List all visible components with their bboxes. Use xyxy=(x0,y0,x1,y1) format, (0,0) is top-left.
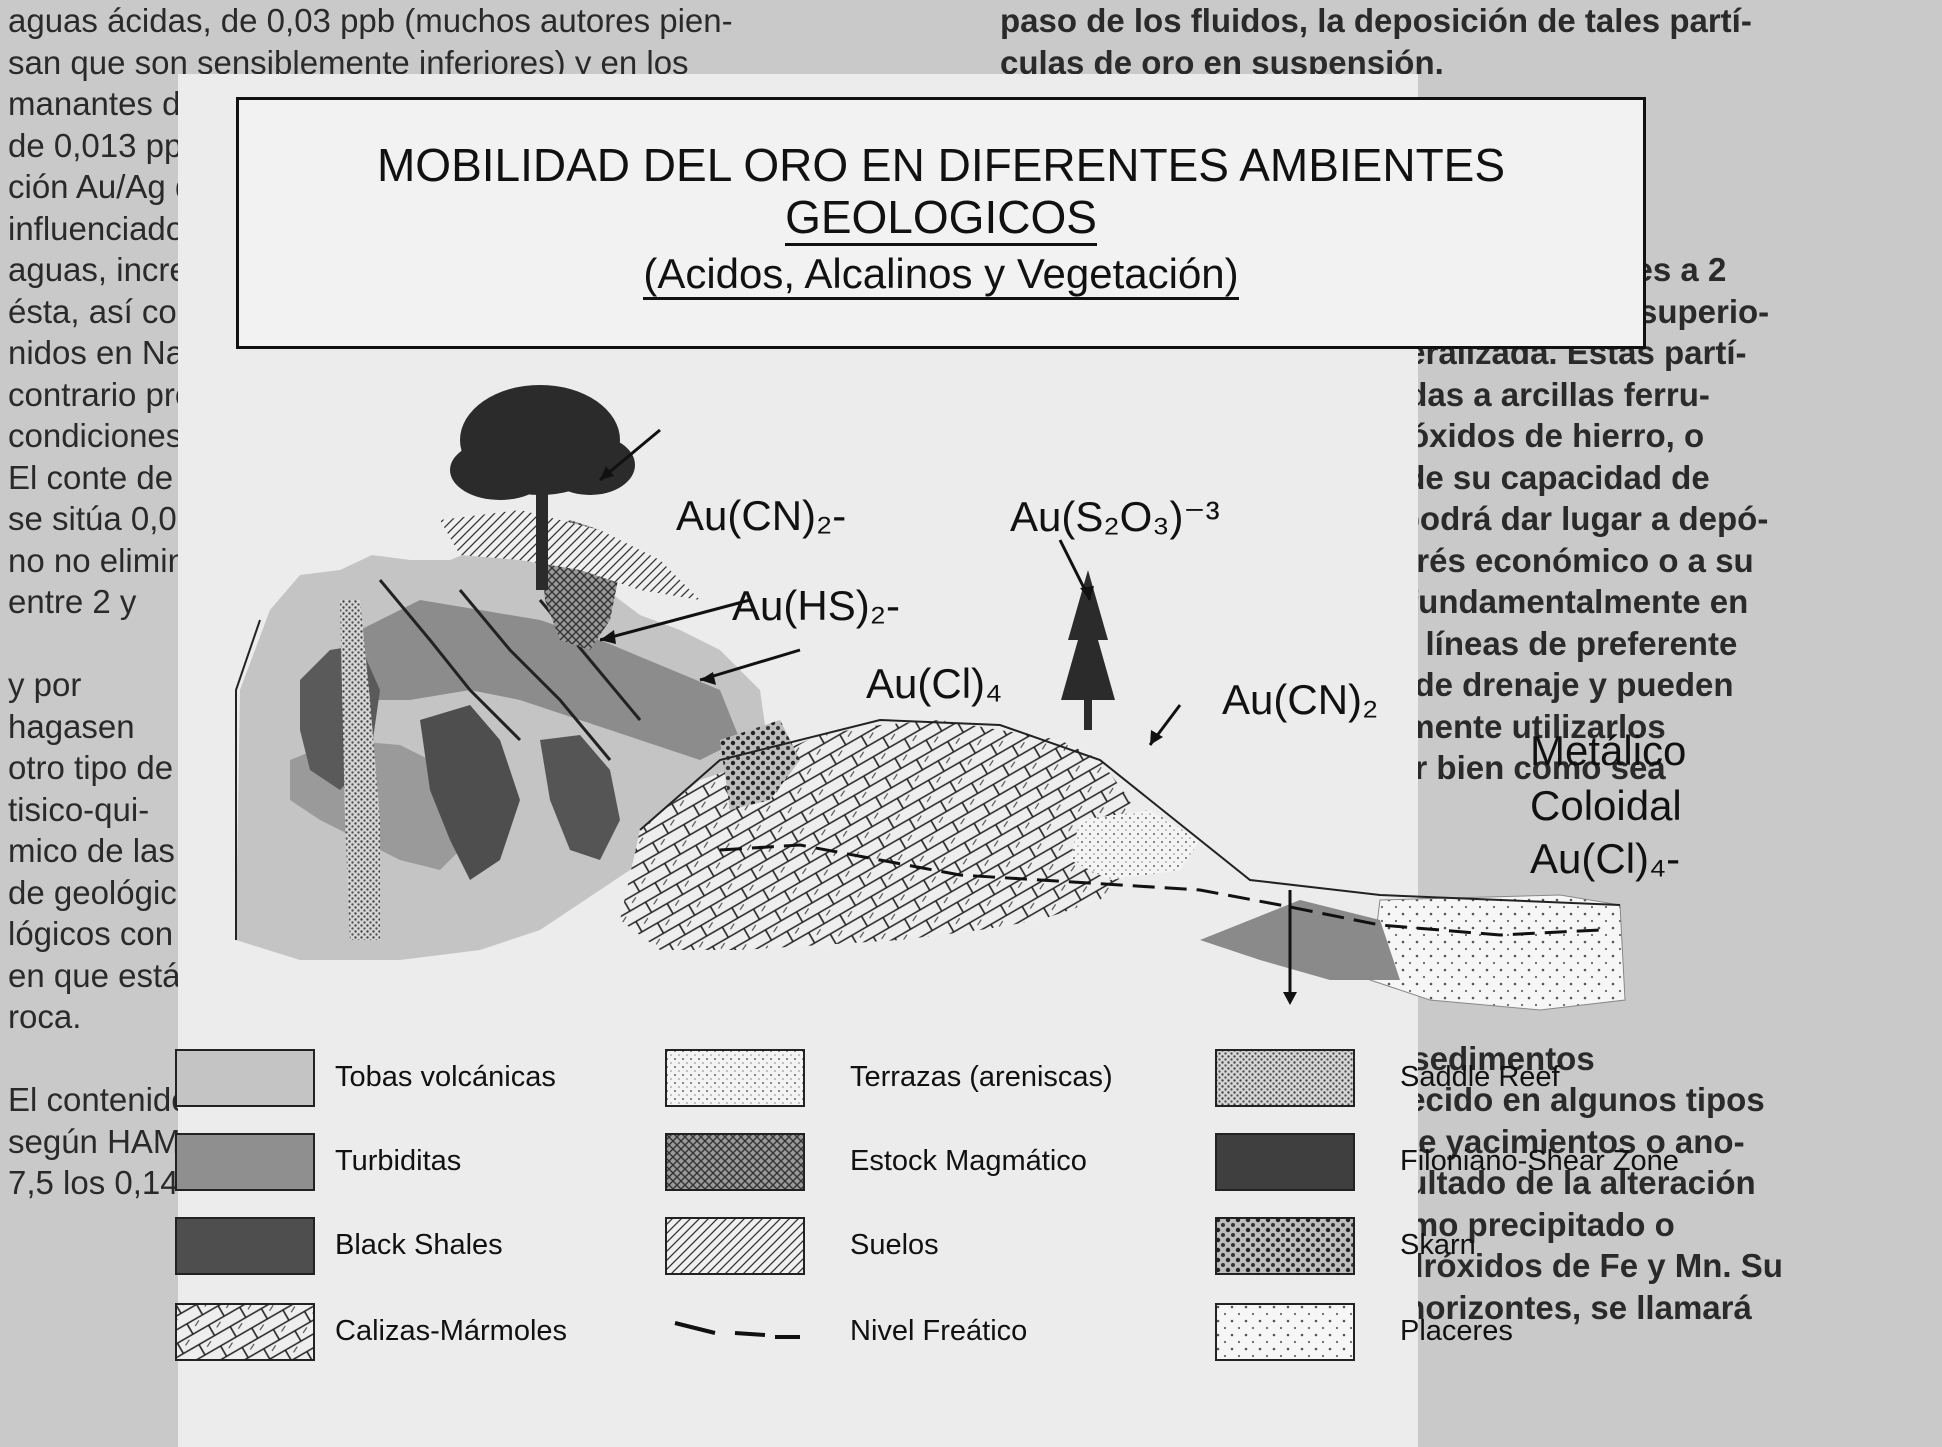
species-au-hs2: Au(HS)₂- xyxy=(732,582,900,629)
legend-swatch-rect xyxy=(175,1217,315,1275)
terrazas-body xyxy=(1070,810,1200,880)
legend-label: Suelos xyxy=(850,1229,939,1261)
legend-swatch xyxy=(175,1303,315,1361)
legend-label: Filoniano-Shear Zone xyxy=(1400,1145,1679,1177)
legend-label: Skarn xyxy=(1400,1229,1476,1261)
legend-swatch-rect xyxy=(1215,1049,1355,1107)
legend-swatch xyxy=(665,1217,805,1275)
nivel-freatico-line xyxy=(719,843,1601,937)
title-line-3: (Acidos, Alcalinos y Vegetación) xyxy=(239,250,1643,300)
cross-section xyxy=(235,385,1626,1011)
legend-swatch xyxy=(1215,1133,1355,1191)
legend-label: Placeres xyxy=(1400,1315,1513,1347)
title-line-2-text: GEOLOGICOS xyxy=(785,191,1097,246)
background-text-line: aguas ácidas, de 0,03 ppb (muchos autore… xyxy=(8,2,733,39)
legend-swatch xyxy=(665,1049,805,1107)
species-au-cn2-left: Au(CN)₂- xyxy=(676,492,847,539)
legend-swatch-rect xyxy=(1215,1217,1355,1275)
species-au-s2o3: Au(S₂O₃)⁻³ xyxy=(1010,493,1220,540)
title-line-3-text: (Acidos, Alcalinos y Vegetación) xyxy=(643,250,1239,300)
legend-label: Estock Magmático xyxy=(850,1145,1087,1177)
legend: Tobas volcánicas Terrazas (areniscas) Sadd… xyxy=(175,1025,1679,1445)
legend-swatch xyxy=(175,1133,315,1191)
legend-swatch xyxy=(1215,1303,1355,1361)
legend-label: Terrazas (areniscas) xyxy=(850,1061,1113,1093)
legend-label: Calizas-Mármoles xyxy=(335,1315,568,1347)
suelos-body xyxy=(440,510,700,600)
species-au-cl4-right: Au(Cl)₄- xyxy=(1530,835,1681,882)
black-shales-band-2 xyxy=(420,705,520,880)
title-line-1: MOBILIDAD DEL ORO EN DIFERENTES AMBIENTE… xyxy=(376,139,1506,191)
legend-swatch-rect xyxy=(1215,1133,1355,1191)
background-text-line: hagasen xyxy=(8,707,135,745)
title-line-2: GEOLOGICOS xyxy=(239,190,1643,246)
legend-swatch-rect xyxy=(1215,1303,1355,1361)
species-metalico: Metálico xyxy=(1530,727,1687,774)
background-text-line: otro tipo de xyxy=(8,749,174,786)
background-text-line: roca. xyxy=(8,998,82,1035)
species-au-cn2-right: Au(CN)₂ xyxy=(1222,676,1379,723)
background-text-line: y por xyxy=(8,666,82,703)
background-text-line: paso de los fluidos, la deposición de ta… xyxy=(1000,2,1752,39)
saddle-reef-body xyxy=(340,600,380,940)
legend-label: Saddle Reef xyxy=(1400,1061,1560,1093)
tree-large xyxy=(450,385,635,590)
legend-swatch-rect xyxy=(175,1049,315,1107)
legend-swatch-rect xyxy=(665,1049,805,1107)
title-box: MOBILIDAD DEL ORO EN DIFERENTES AMBIENTE… xyxy=(236,97,1646,349)
legend-label: Turbiditas xyxy=(335,1145,462,1177)
legend-swatch xyxy=(674,1321,800,1339)
legend-swatch-rect xyxy=(175,1303,315,1361)
tree-conifer xyxy=(1061,570,1115,730)
legend-swatch-rect xyxy=(665,1217,805,1275)
legend-swatch-rect xyxy=(665,1133,805,1191)
legend-swatch xyxy=(665,1133,805,1191)
turbiditas-band-1 xyxy=(360,600,740,760)
skarn-body xyxy=(720,720,800,810)
species-au-cl4-left: Au(Cl)₄ xyxy=(866,660,1003,707)
legend-swatch xyxy=(1215,1049,1355,1107)
legend-swatch-rect xyxy=(175,1133,315,1191)
black-shales-band-3 xyxy=(540,735,620,860)
background-text-line: tisico-qui- xyxy=(8,790,150,828)
background-text-line: entre 2 y xyxy=(8,583,137,620)
placeres-body xyxy=(1369,894,1626,1011)
species-coloidal: Coloidal xyxy=(1530,782,1682,829)
legend-swatch xyxy=(175,1217,315,1275)
ground-surface-line xyxy=(235,619,1621,940)
legend-dash-symbol xyxy=(674,1321,800,1339)
legend-label: Tobas volcánicas xyxy=(335,1061,556,1093)
legend-label: Black Shales xyxy=(335,1229,503,1261)
legend-swatch xyxy=(1215,1217,1355,1275)
legend-label: Nivel Freático xyxy=(850,1315,1028,1347)
legend-swatch xyxy=(175,1049,315,1107)
background-text-line: condiciones. xyxy=(8,417,192,454)
